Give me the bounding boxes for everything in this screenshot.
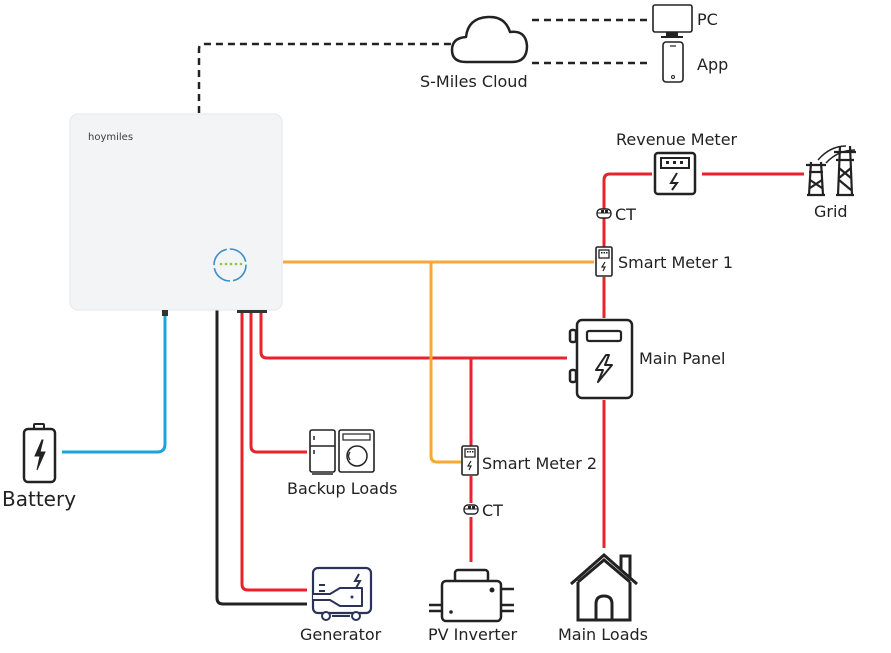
pv-inverter-label: PV Inverter [428,625,518,644]
washing-machine-icon [338,429,375,473]
s-miles-cloud[interactable]: S-Miles Cloud [420,15,529,91]
pv-inverter[interactable]: PV Inverter [428,568,518,644]
revenue-meter[interactable]: Revenue Meter [616,130,738,196]
inverter-status-ring [213,248,247,282]
fridge-icon [309,429,336,475]
network-link-inverter-cloud [197,42,456,113]
backup-loads-label: Backup Loads [287,479,397,498]
inverter-brand-logo: hoymiles [88,132,133,143]
cloud-icon [450,15,529,64]
smart-meter-2[interactable]: Smart Meter 2 [461,445,597,476]
battery-icon [22,423,57,484]
smart-meter-icon [595,246,613,277]
wire-inverter-battery [62,314,167,454]
wire-inverter-generator-black [215,310,307,606]
battery[interactable]: Battery [2,423,76,511]
inverter-battery-port [162,310,168,316]
wire-inverter-main-panel [259,312,567,360]
inverter-status-leds [219,262,243,266]
ct-clamp-icon [596,208,612,219]
monitor-icon [652,4,693,38]
generator[interactable]: Generator [300,566,382,644]
wire-revenue-meter-smart-meter-1 [602,172,652,247]
transmission-tower-icon [806,145,856,197]
hybrid-inverter[interactable]: hoymiles [69,113,283,316]
meter-icon [653,151,697,196]
generator-icon [311,566,373,621]
main-loads-label: Main Loads [558,625,648,644]
inverter-ac-ports [237,310,267,313]
ct-bottom-label: CT [482,501,503,520]
generator-label: Generator [300,625,382,644]
main-panel[interactable]: Main Panel [568,318,725,400]
electrical-panel-icon [568,318,634,400]
ct-sensor-grid[interactable]: CT [596,205,636,224]
mobile-app[interactable]: App [662,41,728,83]
smart-meter-icon [461,445,479,476]
house-icon [570,553,638,622]
ct-clamp-icon [463,504,479,515]
wire-inverter-generator [240,312,307,592]
smartphone-icon [662,41,684,83]
cloud-label: S-Miles Cloud [420,72,528,91]
comm-wire-smart-meter-2 [429,262,461,464]
smart-meter-1-label: Smart Meter 1 [618,253,733,272]
app-label: App [697,55,728,74]
revenue-meter-label: Revenue Meter [616,130,738,149]
pc[interactable]: PC [652,4,718,38]
main-loads[interactable]: Main Loads [558,553,648,644]
utility-grid[interactable]: Grid [806,145,856,221]
battery-label: Battery [2,487,76,511]
grid-label: Grid [814,202,848,221]
wire-inverter-backup-loads [249,312,307,454]
pc-label: PC [697,10,718,29]
smart-meter-1[interactable]: Smart Meter 1 [595,246,733,277]
ct-top-label: CT [615,205,636,224]
pv-inverter-icon [429,568,514,623]
main-panel-label: Main Panel [639,349,725,368]
backup-loads[interactable]: Backup Loads [287,429,397,498]
smart-meter-2-label: Smart Meter 2 [482,454,597,473]
ct-sensor-pv[interactable]: CT [463,501,503,520]
